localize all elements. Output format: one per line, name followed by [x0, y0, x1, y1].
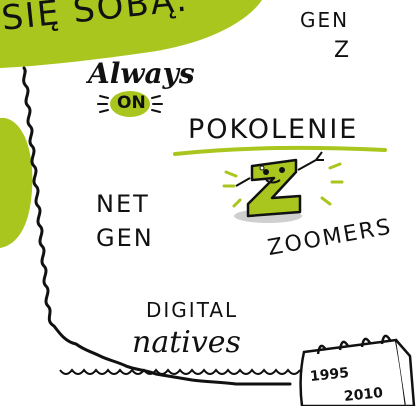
z-mascot-icon — [222, 151, 344, 223]
on-highlight — [110, 91, 150, 117]
scalloped-border — [22, 66, 292, 386]
net-gen-line2: GEN — [96, 224, 154, 252]
digital-text: DIGITAL — [146, 298, 239, 322]
bottom-scallop-line — [59, 368, 301, 375]
banner-shape — [0, 0, 262, 68]
calendar-year-end: 2010 — [343, 385, 384, 405]
pokolenie-text: POKOLENIE — [188, 114, 359, 145]
calendar-icon — [299, 334, 416, 406]
on-sparkles — [97, 95, 163, 113]
calendar-year-start: 1995 — [309, 365, 350, 385]
always-text: Always — [88, 57, 195, 90]
left-green-blob — [0, 117, 33, 248]
gen-z-line1: GEN — [300, 8, 350, 32]
pokolenie-underline — [173, 145, 387, 156]
natives-text: natives — [132, 325, 241, 360]
net-gen-line1: NET — [96, 190, 150, 218]
gen-z-line2: Z — [334, 38, 352, 63]
on-text: ON — [117, 93, 146, 113]
